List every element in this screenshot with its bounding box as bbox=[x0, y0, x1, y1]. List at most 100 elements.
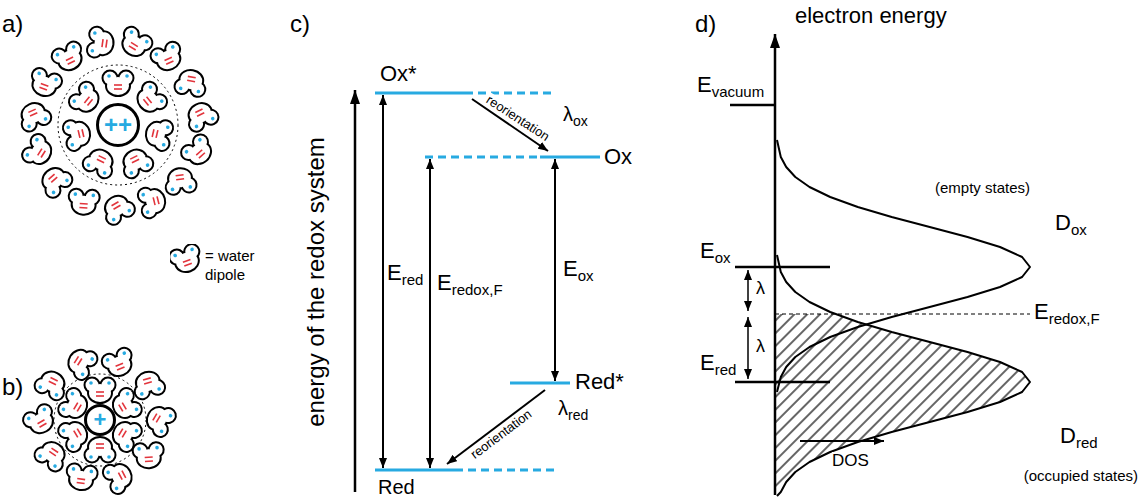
energy-label: Eredox,F bbox=[1034, 301, 1100, 326]
level-label: Ox* bbox=[380, 63, 417, 85]
level-label: Ox bbox=[604, 146, 632, 168]
energy-axis bbox=[354, 90, 357, 492]
lambda-label: λ bbox=[756, 337, 765, 355]
energy-label: Ered bbox=[700, 352, 736, 377]
energy-gap-arrow bbox=[429, 159, 431, 468]
water-dipole bbox=[137, 185, 167, 219]
energy-ticks bbox=[730, 105, 830, 382]
energy-label: Eox bbox=[563, 258, 594, 283]
dos-arrow bbox=[800, 440, 884, 442]
water-dipole bbox=[51, 40, 87, 74]
dos-label: Dred bbox=[1060, 425, 1098, 450]
energy-label: Evacuum bbox=[697, 74, 764, 99]
dos-label: Dox bbox=[1055, 212, 1087, 237]
level-label: Red* bbox=[575, 371, 624, 393]
energy-label: Ered bbox=[387, 262, 423, 287]
axis-label: DOS bbox=[832, 452, 869, 469]
energy-axis bbox=[774, 34, 777, 495]
axis-label: energy of the redox system bbox=[304, 137, 328, 426]
water-dipole bbox=[37, 163, 74, 200]
legend-sample bbox=[170, 244, 202, 274]
level-solid bbox=[375, 92, 465, 95]
energy-scheme bbox=[355, 90, 600, 492]
panel-label: b) bbox=[2, 375, 23, 399]
water-dipole bbox=[149, 41, 185, 74]
legend-text: = water dipole bbox=[205, 247, 261, 285]
water-dipole bbox=[132, 80, 169, 117]
water-dipole bbox=[87, 27, 114, 59]
level-dashed bbox=[455, 469, 555, 472]
legend-entry: = water dipole bbox=[170, 244, 261, 285]
ion-circle: ++ bbox=[96, 103, 140, 147]
water-dipole bbox=[179, 133, 216, 170]
water-dipole bbox=[63, 118, 92, 152]
level-dashed bbox=[425, 156, 540, 159]
level-solid bbox=[375, 469, 455, 472]
water-dipole bbox=[117, 25, 154, 60]
dos-red-curve bbox=[777, 255, 1030, 496]
energy-gap-arrow bbox=[382, 95, 384, 468]
panel-label: c) bbox=[290, 12, 310, 36]
water-dipole bbox=[33, 368, 69, 402]
water-dipole bbox=[144, 118, 173, 152]
water-dipole bbox=[99, 191, 136, 226]
energy-gap-arrow bbox=[554, 159, 556, 381]
lambda-arrow bbox=[747, 317, 749, 379]
ion-charge: ++ bbox=[104, 113, 132, 137]
dos-ox-curve bbox=[777, 140, 1030, 392]
ion-charge: + bbox=[94, 409, 107, 431]
water-dipole bbox=[21, 133, 56, 170]
hydration-shell-b bbox=[22, 344, 178, 495]
water-dipole bbox=[142, 401, 177, 438]
level-label: Red bbox=[378, 477, 415, 497]
level-dashed bbox=[465, 92, 555, 95]
hydration-shell-a bbox=[16, 25, 219, 226]
energy-label: Eredox,F bbox=[437, 272, 503, 297]
water-dipole bbox=[104, 72, 133, 96]
water-dipole bbox=[118, 146, 154, 180]
process-label: reorientation bbox=[468, 407, 534, 461]
water-dipole bbox=[64, 344, 99, 381]
level-solid bbox=[510, 382, 570, 385]
water-dipole bbox=[86, 379, 115, 403]
water-dipole bbox=[82, 146, 118, 180]
water-dipole bbox=[16, 99, 52, 132]
energy-label: Eox bbox=[700, 240, 731, 265]
water-dipole bbox=[164, 167, 196, 194]
process-label: reorientation bbox=[484, 93, 552, 143]
panel-label: d) bbox=[695, 12, 716, 36]
water-dipole bbox=[101, 347, 137, 380]
energy-arrows bbox=[383, 95, 555, 468]
axis-label: electron energy bbox=[795, 5, 947, 27]
lambda-arrows bbox=[747, 270, 749, 379]
water-dipole bbox=[86, 438, 115, 462]
water-dipole bbox=[131, 369, 165, 400]
lambda-label: λ bbox=[756, 279, 765, 297]
lambda-arrow bbox=[747, 270, 749, 311]
dos-plot bbox=[730, 34, 1030, 496]
red-level bbox=[735, 381, 830, 384]
water-dipole bbox=[28, 67, 63, 99]
water-dipole bbox=[174, 69, 207, 97]
ion-circle: + bbox=[84, 404, 116, 436]
level-solid bbox=[540, 156, 600, 159]
energy-levels bbox=[375, 93, 600, 470]
state-label: (occupied states) bbox=[1024, 468, 1138, 483]
water-dipole bbox=[65, 464, 97, 491]
energy-label: λox bbox=[563, 104, 588, 128]
occupied-hatch bbox=[775, 314, 1030, 496]
water-dipole bbox=[67, 80, 104, 117]
panel-label: a) bbox=[2, 12, 23, 36]
state-label: (empty states) bbox=[935, 180, 1030, 195]
water-dipole bbox=[22, 403, 59, 438]
water-dipole bbox=[133, 443, 164, 468]
shell-boundary bbox=[58, 65, 178, 185]
water-dipole bbox=[69, 189, 100, 214]
reorientation-arrow bbox=[447, 390, 545, 464]
water-dipole bbox=[33, 437, 70, 473]
energy-label: λred bbox=[558, 398, 588, 422]
water-dipole bbox=[183, 99, 219, 133]
ox-level bbox=[735, 266, 830, 269]
